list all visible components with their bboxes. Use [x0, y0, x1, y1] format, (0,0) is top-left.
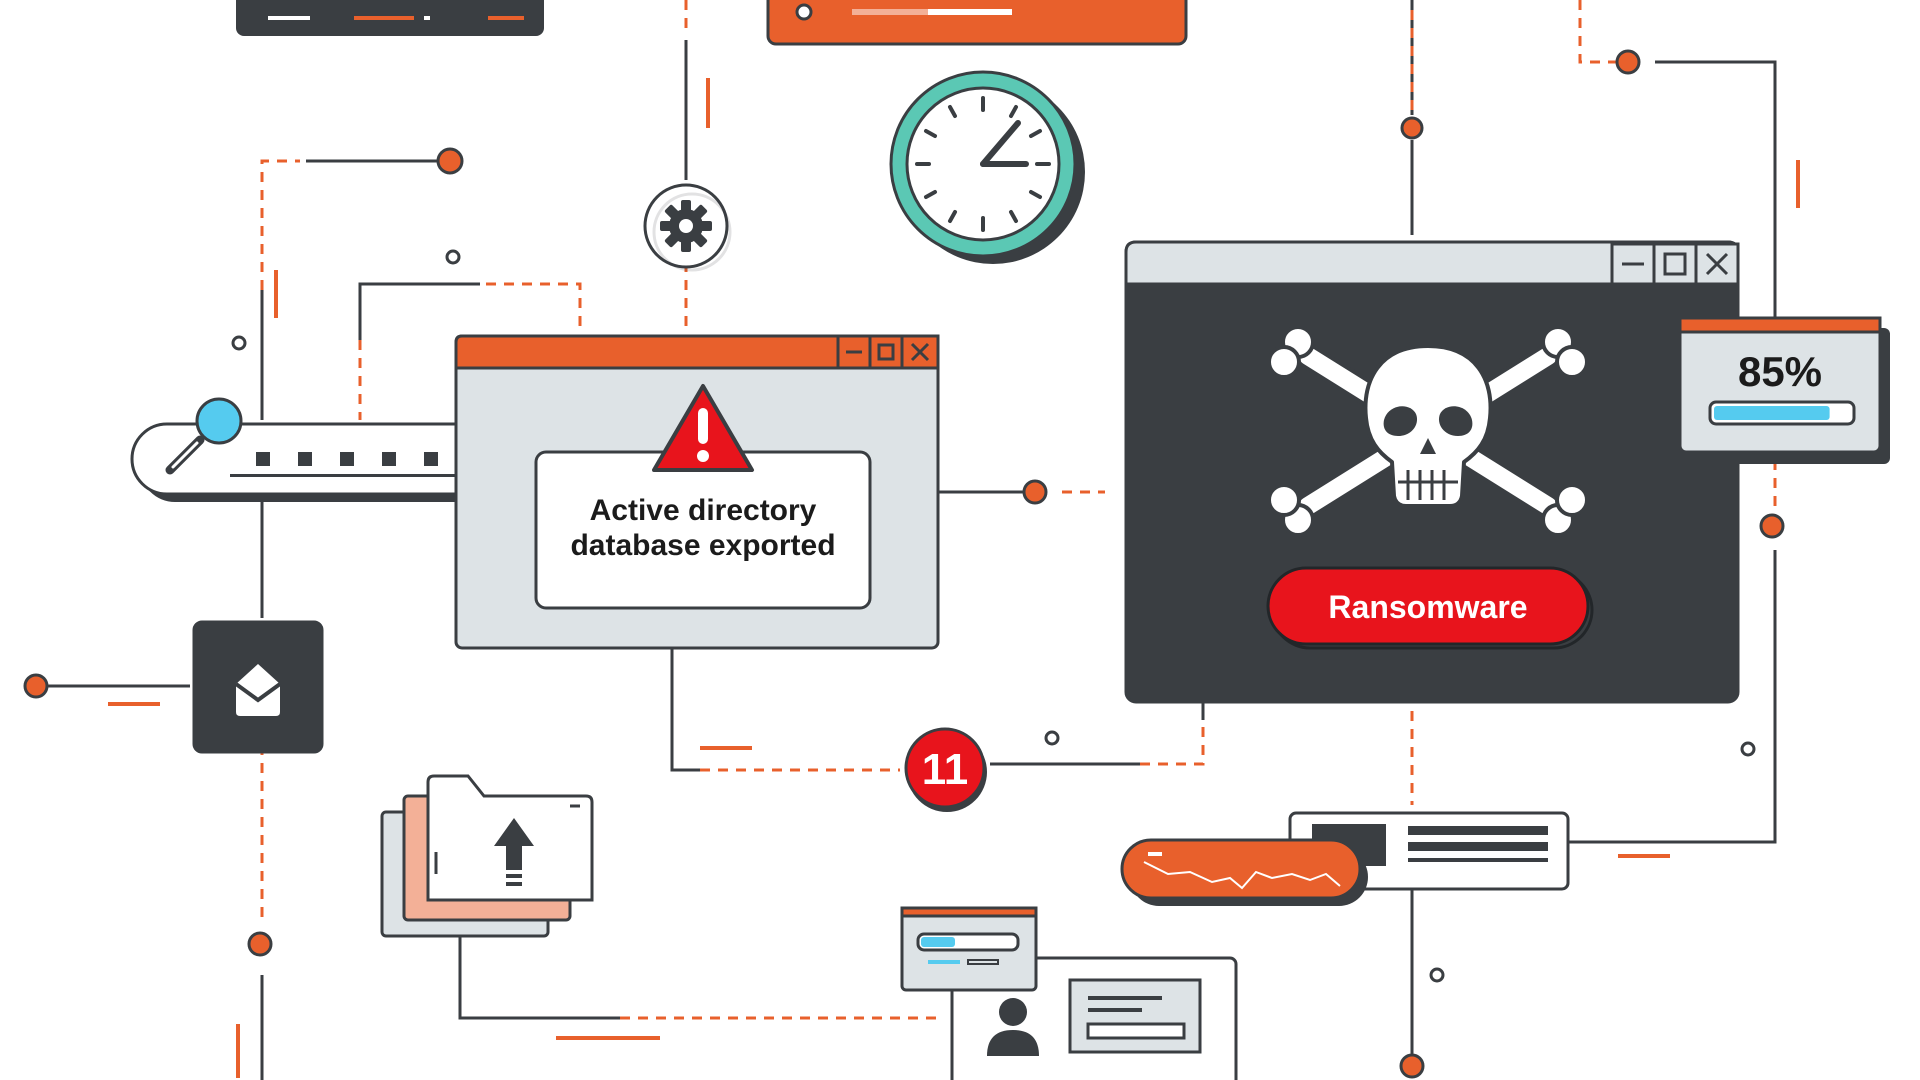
- ransomware-window: Ransomware: [1124, 240, 1740, 704]
- ransomware-button[interactable]: Ransomware: [1266, 566, 1594, 650]
- top-left-panel: [236, 0, 544, 36]
- top-center-panel: [766, 0, 1188, 46]
- window-minimize-icon[interactable]: [836, 334, 872, 370]
- window-maximize-icon[interactable]: [868, 334, 904, 370]
- connector-nodes: [23, 49, 1785, 1079]
- ransomware-button-label: Ransomware: [1328, 589, 1527, 625]
- folder-upload[interactable]: [380, 774, 594, 938]
- connector-lines: [40, 0, 1800, 1080]
- window-minimize-icon[interactable]: [1610, 242, 1656, 286]
- progress-bar-fill: [1714, 406, 1830, 420]
- progress-card: [900, 906, 1038, 992]
- notification-count: 11: [922, 745, 969, 794]
- gear-icon: [643, 183, 732, 272]
- progress-widget: 85%: [1678, 316, 1890, 464]
- window-close-icon[interactable]: [900, 334, 940, 370]
- clock-icon: [889, 70, 1085, 264]
- window-close-icon[interactable]: [1694, 242, 1740, 286]
- alert-message-line2: database exported: [570, 529, 835, 562]
- progress-percent-label: 85%: [1738, 348, 1822, 395]
- mail-tile[interactable]: [192, 620, 324, 754]
- alert-message-line1: Active directory: [590, 494, 817, 527]
- window-maximize-icon[interactable]: [1652, 242, 1698, 286]
- search-icon: [165, 397, 243, 475]
- warning-triangle-icon: [652, 384, 754, 472]
- skull-crossbones-icon: [1267, 325, 1589, 537]
- notification-badge[interactable]: 11: [904, 727, 987, 812]
- folder-upload-icon: [426, 774, 594, 902]
- mail-icon: [234, 664, 282, 716]
- user-profile-icon: [987, 998, 1039, 1056]
- chart-pill: [1120, 838, 1368, 906]
- alert-window: Active directory database exported: [454, 334, 940, 650]
- search-bar[interactable]: [130, 397, 514, 502]
